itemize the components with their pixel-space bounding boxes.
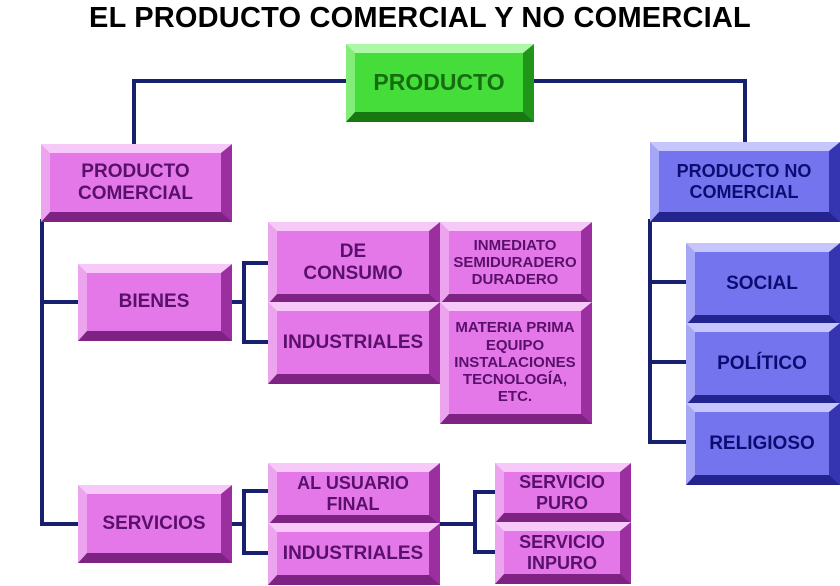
node-religioso: RELIGIOSO [686, 403, 840, 485]
node-producto-no-comercial: PRODUCTO NO COMERCIAL [650, 142, 840, 222]
connector-no-comercial-trunk [648, 219, 688, 444]
node-servicio-inpuro: SERVICIO INPURO [495, 522, 631, 584]
connector-puro-inpuro [473, 490, 497, 554]
node-de-consumo: DE CONSUMO [268, 222, 440, 304]
node-servicio-puro: SERVICIO PURO [495, 463, 631, 523]
node-producto: PRODUCTO [346, 44, 534, 122]
node-industriales-servicios: INDUSTRIALES [268, 523, 440, 585]
diagram-title: EL PRODUCTO COMERCIAL Y NO COMERCIAL [89, 2, 751, 34]
connector-comercial-trunk [40, 219, 80, 526]
node-industriales-bienes: INDUSTRIALES [268, 302, 440, 384]
node-tipos-consumo: INMEDIATO SEMIDURADERO DURADERO [440, 222, 592, 304]
node-servicios: SERVICIOS [78, 485, 232, 563]
node-politico: POLÍTICO [686, 323, 840, 405]
node-producto-comercial: PRODUCTO COMERCIAL [41, 144, 232, 222]
node-tipos-industriales: MATERIA PRIMA EQUIPO INSTALACIONES TECNO… [440, 302, 592, 424]
connector-bienes-children [242, 261, 270, 344]
node-social: SOCIAL [686, 243, 840, 325]
connector-servicios-children [242, 489, 270, 555]
node-al-usuario-final: AL USUARIO FINAL [268, 463, 440, 525]
connector-root-comercial [132, 79, 348, 148]
connector-root-no-comercial [532, 79, 747, 146]
node-bienes: BIENES [78, 264, 232, 341]
